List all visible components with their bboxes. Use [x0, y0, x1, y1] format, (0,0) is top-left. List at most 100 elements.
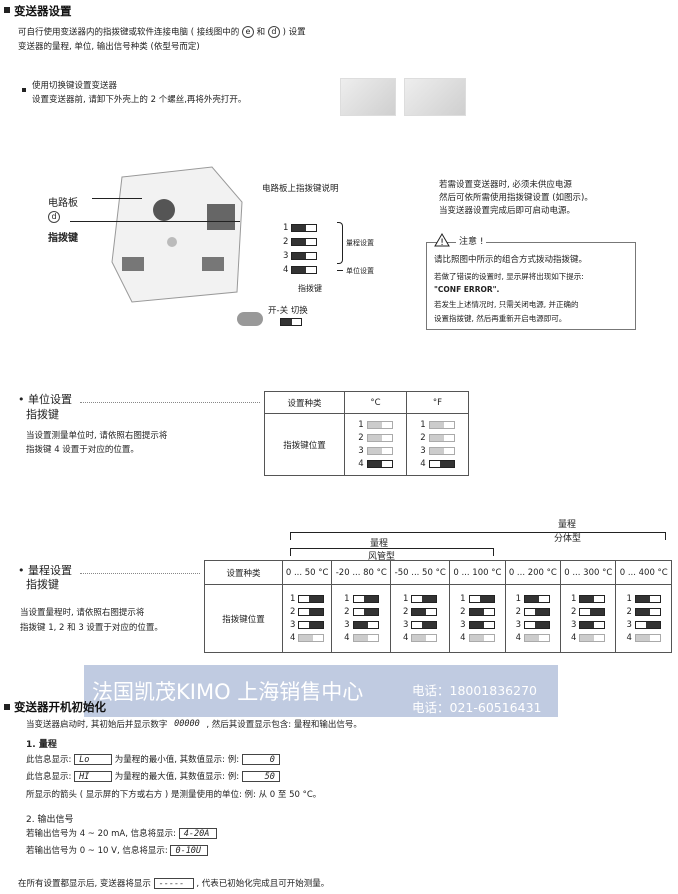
- dip-num: 3: [358, 446, 364, 456]
- notice-line-2: 然后可依所需使用指拨键设置 (如图示)。: [439, 193, 593, 203]
- dip-num: 2: [344, 607, 350, 617]
- unit-desc-2: 指拨键 4 设置于对应的位置。: [26, 445, 139, 455]
- dip-num: 3: [289, 620, 296, 630]
- dip-num: 1: [344, 594, 350, 604]
- dip-num: 4: [358, 459, 364, 469]
- dip-toggle: [366, 434, 393, 442]
- lcd-hi: HI: [74, 771, 113, 782]
- dip-3: 3: [289, 620, 325, 631]
- label-dip-switch: 指拨键: [48, 233, 78, 244]
- dip-num: 2: [403, 607, 409, 617]
- init-hi-line: 此信息显示: HI 为量程的最大值, 其数值显示: 例: 50: [26, 771, 280, 784]
- dip-toggle: [291, 237, 318, 246]
- dip-2: 2: [515, 607, 551, 618]
- dip-num: 3: [403, 620, 409, 630]
- caution-line-2: 若做了错误的设置时, 显示屏将出现如下提示:: [434, 272, 584, 281]
- dip-toggle: [579, 595, 606, 603]
- dip-3: 3: [516, 620, 551, 631]
- dip-4: 4: [460, 633, 495, 644]
- lcd-lo-value: 0: [241, 754, 280, 765]
- dip-2: 2: [460, 607, 495, 618]
- dip-1: 1: [571, 594, 606, 605]
- dip-1: 1: [344, 594, 379, 605]
- dip-1: 1: [283, 222, 318, 233]
- lcd-lo: Lo: [74, 754, 113, 765]
- bullet-icon: [22, 85, 26, 95]
- dip-toggle: [352, 621, 379, 629]
- section-title-settings: 变送器设置: [14, 4, 72, 18]
- range-switch-col-4: 1 2 3 4: [504, 584, 562, 653]
- dip-toggle: [291, 265, 318, 274]
- dip-1: 1: [627, 594, 661, 605]
- range-top-label: 量程: [558, 520, 577, 530]
- dip-num: 4: [460, 633, 466, 643]
- photo-open-case-1: [340, 78, 396, 116]
- dip-toggle: [428, 447, 455, 455]
- dip-num: 1: [420, 420, 426, 430]
- circuit-board-illustration: [111, 166, 243, 303]
- lcd-4-20: 4-20A: [178, 828, 217, 839]
- dip-toggle: [468, 634, 495, 642]
- unit-header-type: 设置种类: [264, 391, 345, 414]
- dip-toggle: [428, 434, 455, 442]
- leader-line-board: [92, 198, 142, 199]
- dip-num: 1: [571, 594, 577, 604]
- dip-4: 4: [283, 264, 318, 275]
- dip-num: 4: [420, 459, 426, 469]
- range-col-1: -20 ... 80 °C: [331, 560, 392, 585]
- caution-line-3: "CONF ERROR".: [434, 285, 500, 294]
- unit-table: 设置种类 °C °F 指拨键位置 1 2 3 4 1 2 3 4: [264, 391, 469, 476]
- dip-toggle: [291, 251, 318, 260]
- dip-num: 4: [283, 264, 289, 275]
- dip-3: 3: [283, 250, 318, 261]
- dip-2: 2: [571, 607, 606, 618]
- dip-3: 3: [403, 620, 438, 631]
- dip-num: 3: [283, 250, 289, 261]
- range-col-3: 0 ... 100 °C: [449, 560, 506, 585]
- svg-text:!: !: [440, 238, 444, 247]
- dip-2: 2: [403, 607, 438, 618]
- range-row-label: 指拨键位置: [204, 584, 283, 653]
- dip-1: 1: [515, 594, 551, 605]
- dip-num: 3: [626, 620, 632, 630]
- intro-text-b: 和: [256, 27, 266, 38]
- dip-toggle: [468, 608, 495, 616]
- label-onoff: 开-关 切换: [268, 306, 308, 316]
- init-last-a: 在所有设置都显示后, 变送器将显示: [18, 879, 151, 889]
- dip-toggle: [634, 608, 661, 616]
- intro-line-1: 可自行使用变送器内的指拨键或软件连接电脑 ( 接线图中的 e 和 d ) 设置: [18, 26, 306, 40]
- notice-line-3: 当变送器设置完成后即可启动电源。: [439, 206, 576, 216]
- dip-4: 4: [516, 633, 551, 644]
- unit-title: • 单位设置: [18, 393, 72, 406]
- dip-num: 4: [626, 633, 632, 643]
- init-o1-text: 若输出信号为 4 ~ 20 mA, 信息将显示:: [26, 829, 177, 839]
- init-text-b: , 然后其设置显示包含: 量程和输出信号。: [206, 720, 362, 730]
- dip-num: 1: [515, 594, 522, 604]
- watermark-text: 法国凯茂KIMO 上海销售中心: [92, 680, 364, 704]
- unit-leader-dots: [80, 402, 260, 403]
- dip-3: 3: [344, 620, 379, 631]
- dip-toggle: [411, 621, 438, 629]
- caution-line-4: 若发生上述情况时, 只需关闭电源, 并正确的: [434, 300, 579, 309]
- dip-toggle: [298, 608, 325, 616]
- section-icon: [4, 703, 10, 713]
- init-subtitle-output: 2. 输出信号: [26, 815, 74, 825]
- watermark-phone-2: 电话：021-60516431: [412, 700, 542, 715]
- dip-toggle: [352, 608, 379, 616]
- caution-title: 注意 !: [456, 234, 487, 247]
- dip-3: 3: [460, 620, 495, 631]
- range-col-4: 0 ... 200 °C: [504, 560, 562, 585]
- init-subtitle-range: 1. 量程: [26, 740, 57, 750]
- terminal-e-icon: e: [241, 26, 254, 38]
- dip-num: 2: [515, 607, 522, 617]
- dip-toggle: [579, 634, 606, 642]
- init-arrow-line: 所显示的箭头 ( 显示屏的下方或右方 ) 是测量使用的单位: 例: 从 0 至 …: [26, 790, 322, 800]
- dip-4: 4: [403, 633, 438, 644]
- warning-icon: !: [434, 233, 450, 247]
- dip-num: 4: [403, 633, 409, 643]
- section-title-init: 变送器开机初始化: [14, 700, 106, 714]
- label-d-icon: d: [48, 211, 60, 223]
